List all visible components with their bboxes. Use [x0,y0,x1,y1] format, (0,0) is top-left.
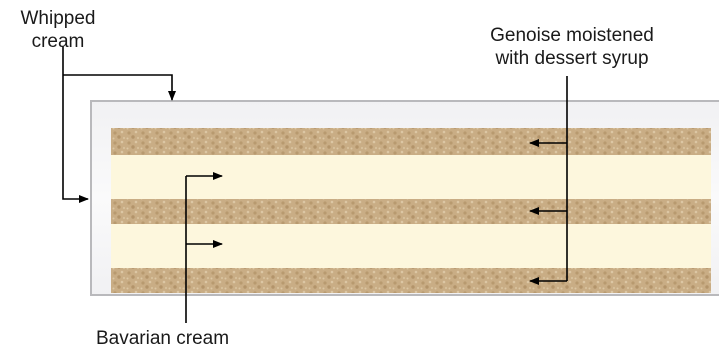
genoise-label-line1: Genoise moistened [446,24,698,47]
bavarian-cream-label: Bavarian cream [96,327,229,350]
genoise-layer-bottom [111,268,711,293]
genoise-layer-middle [111,199,711,224]
bavarian-layer-upper [111,155,711,199]
genoise-label-line2: with dessert syrup [446,47,698,70]
whipped-cream-label: Whipped cream [0,7,116,53]
whipped-cream-label-line1: Whipped [0,7,116,30]
genoise-label: Genoise moistened with dessert syrup [446,24,698,70]
whipped-cream-label-line2: cream [0,30,116,53]
genoise-layer-top [111,128,711,155]
bavarian-layer-lower [111,224,711,268]
